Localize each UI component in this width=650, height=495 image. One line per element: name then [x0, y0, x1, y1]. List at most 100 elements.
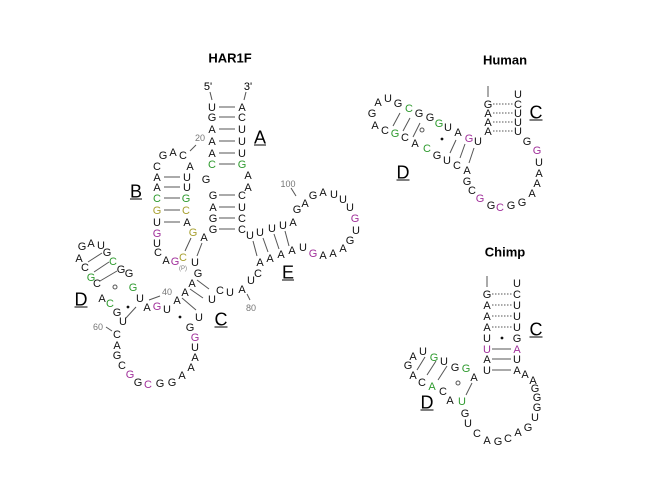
- nucleotide: G: [113, 350, 122, 362]
- har1f-helix-e-label: E: [281, 262, 295, 283]
- nucleotide: G: [484, 99, 493, 111]
- nucleotide: C: [473, 428, 481, 440]
- nucleotide: U: [191, 342, 199, 354]
- nucleotide: C: [113, 329, 121, 341]
- position-tick: [246, 293, 251, 301]
- nucleotide: A: [470, 372, 478, 384]
- nucleotide: G: [435, 118, 444, 130]
- nucleotide: A: [183, 217, 191, 229]
- nucleotide: G: [451, 362, 460, 374]
- nucleotide: U: [458, 396, 466, 408]
- nucleotide: A: [514, 427, 522, 439]
- nucleotide: U: [238, 124, 246, 136]
- nucleotide: U: [256, 227, 264, 239]
- nucleotide: G: [209, 190, 218, 202]
- nucleotide: C: [179, 150, 187, 162]
- position-60: 60: [93, 322, 103, 332]
- nucleotide: C: [453, 160, 461, 172]
- position-20: 20: [195, 133, 205, 143]
- gu-pair-circle: [112, 284, 118, 290]
- nucleotide: A: [288, 245, 296, 257]
- nucleotide: U: [513, 278, 521, 290]
- nucleotide: A: [513, 365, 521, 377]
- nucleotide: G: [171, 256, 180, 268]
- nucleotide: C: [153, 193, 161, 205]
- har1f-helix-c-label: C: [214, 309, 228, 330]
- har1f-helix-b-label: B: [129, 181, 143, 202]
- nucleotide: A: [266, 253, 274, 265]
- nucleotide: U: [419, 346, 427, 358]
- human-helix-d-label: D: [396, 162, 410, 183]
- nucleotide: A: [339, 243, 347, 255]
- nucleotide: A: [186, 161, 194, 173]
- nucleotide: U: [119, 316, 127, 328]
- nucleotide: A: [529, 375, 537, 387]
- base-pair-line: [99, 270, 118, 282]
- base-pair-line: [196, 242, 203, 257]
- nucleotide: U: [514, 108, 522, 120]
- nucleotide: A: [244, 182, 252, 194]
- nucleotide: A: [169, 147, 177, 159]
- nucleotide: G: [426, 112, 435, 124]
- nucleotide: G: [462, 363, 471, 375]
- nucleotide: C: [496, 202, 504, 214]
- nucleotide: G: [113, 307, 122, 319]
- nucleotide: A: [409, 370, 417, 382]
- nucleotide: A: [528, 188, 536, 200]
- nucleotide: G: [208, 112, 217, 124]
- nucleotide: A: [513, 344, 521, 356]
- nucleotide: A: [535, 168, 543, 180]
- nucleotide: U: [514, 117, 522, 129]
- nucleotide: U: [183, 182, 191, 194]
- nucleotide: A: [75, 253, 83, 265]
- nucleotide: G: [513, 333, 522, 345]
- nucleotide: A: [256, 257, 264, 269]
- nucleotide: G: [309, 190, 318, 202]
- har1f-annotations: 5' 3' 20 40 60 80 100 (P): [93, 81, 296, 332]
- nucleotide: U: [299, 242, 307, 254]
- nucleotide: U: [279, 220, 287, 232]
- base-pair-line: [184, 237, 192, 252]
- nucleotide: A: [277, 249, 285, 261]
- nucleotide: G: [153, 205, 162, 217]
- base-pair-line: [93, 261, 110, 273]
- nucleotide: U: [330, 189, 338, 201]
- nucleotide: A: [483, 354, 491, 366]
- nucleotide: G: [465, 133, 474, 145]
- nucleotide: G: [524, 422, 533, 434]
- nucleotide: G: [461, 408, 470, 420]
- nucleotide: C: [153, 161, 161, 173]
- nucleotide: G: [103, 247, 112, 259]
- nucleotide: A: [87, 238, 95, 250]
- nucleotide: C: [504, 433, 512, 445]
- nucleotide: C: [144, 379, 152, 391]
- nucleotide: C: [238, 224, 246, 236]
- five-prime-end: 5': [204, 81, 212, 93]
- nucleotide: G: [494, 436, 503, 448]
- base-pair-line: [273, 233, 280, 250]
- nucleotide: C: [381, 125, 389, 137]
- nucleotide: G: [159, 150, 168, 162]
- nucleotide: A: [484, 117, 492, 129]
- nucleotide: G: [191, 332, 200, 344]
- nucleotide: U: [513, 311, 521, 323]
- nucleotide: C: [154, 247, 162, 259]
- base-pair-line: [459, 143, 466, 159]
- position-80: 80: [246, 303, 256, 313]
- nucleotide: G: [433, 150, 442, 162]
- nucleotide: U: [238, 136, 246, 148]
- nucleotide: A: [483, 322, 491, 334]
- nucleotide: C: [238, 190, 246, 202]
- nucleotide: A: [483, 300, 491, 312]
- nucleotide: G: [394, 98, 403, 110]
- nucleotide: C: [106, 298, 114, 310]
- nucleotide: U: [464, 418, 472, 430]
- nucleotide: G: [309, 248, 318, 260]
- nucleotide: U: [208, 102, 216, 114]
- chimp-helix-d-label: D: [420, 392, 434, 413]
- base-pair-line: [181, 297, 197, 311]
- position-tick: [105, 326, 113, 332]
- human-helix-c-label: C: [529, 102, 543, 123]
- nucleotide: A: [533, 178, 541, 190]
